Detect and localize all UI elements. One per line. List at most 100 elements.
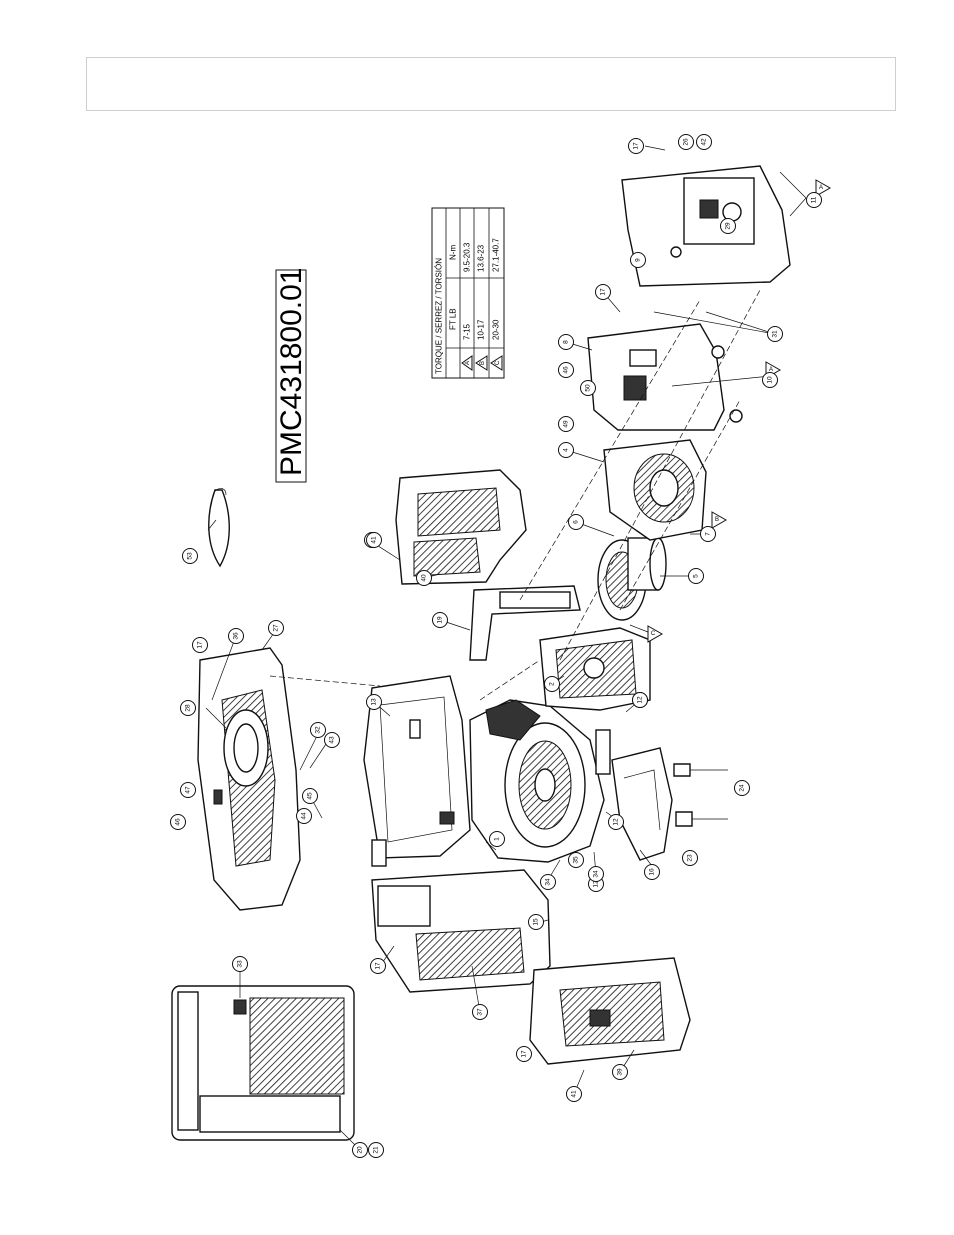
torque-row-key: C <box>495 360 501 365</box>
callout-46: 46 <box>170 814 186 830</box>
callout-20: 20 <box>352 1142 368 1158</box>
callout-number: 46 <box>563 366 570 374</box>
callout-circle <box>182 548 198 564</box>
torque-marker-key: C <box>651 631 656 637</box>
callout-number: 10 <box>767 376 774 384</box>
callout-circle <box>644 864 660 880</box>
callout-number: 12 <box>613 818 620 826</box>
callout-number: 47 <box>185 786 192 794</box>
callout-17: 17 <box>370 958 386 974</box>
callout-circle <box>558 362 574 378</box>
callout-number: 53 <box>187 552 194 560</box>
callout-26: 26 <box>678 134 694 150</box>
part-19-duct <box>469 585 581 661</box>
callout-number: 8 <box>563 340 570 344</box>
callout-43: 43 <box>324 732 340 748</box>
callout-circle <box>366 694 382 710</box>
callout-number: 32 <box>315 726 322 734</box>
callout-circle <box>630 252 646 268</box>
callout-number: 12 <box>593 880 600 888</box>
callout-number: 26 <box>683 138 690 146</box>
callout-circle <box>682 850 698 866</box>
callout-number: 17 <box>521 1050 528 1058</box>
callout-number: 5 <box>693 574 700 578</box>
callout-number: 44 <box>301 812 308 820</box>
torque-row-ftlb: 20-30 <box>492 319 501 340</box>
torque-marker-key: A <box>819 185 823 191</box>
callout-number: 21 <box>373 1146 380 1154</box>
callout-50: 50 <box>580 380 596 396</box>
callout-circle <box>568 514 584 530</box>
callout-circle <box>762 372 778 388</box>
callout-17: 17 <box>628 138 644 154</box>
callout-33: 33 <box>232 956 248 972</box>
part-2-housing <box>539 627 651 711</box>
torque-row-key: A <box>465 361 471 365</box>
callout-circle <box>806 192 822 208</box>
callout-number: 1 <box>494 837 501 841</box>
callout-number: 46 <box>175 818 182 826</box>
callout-6: 6 <box>568 514 584 530</box>
callout-28: 28 <box>180 700 196 716</box>
torque-marker-key: A <box>769 367 773 373</box>
callout-group: 1234567891011121212131516171717171719202… <box>170 134 822 1158</box>
callout-circle <box>678 134 694 150</box>
callout-42: 42 <box>696 134 712 150</box>
callout-21: 21 <box>368 1142 384 1158</box>
callout-4: 4 <box>558 442 574 458</box>
callout-number: 16 <box>649 868 656 876</box>
callout-circle <box>544 676 560 692</box>
part-23-foot <box>675 811 728 827</box>
part-53-tag <box>208 488 230 568</box>
callout-circle <box>302 788 318 804</box>
callout-circle <box>268 620 284 636</box>
callout-53: 53 <box>182 548 198 564</box>
part-5-rotor <box>597 537 667 621</box>
callout-circle <box>568 852 584 868</box>
callout-circle <box>588 866 604 882</box>
part-8-control-plate <box>587 323 743 431</box>
callout-8: 8 <box>558 334 574 350</box>
callout-17: 17 <box>192 637 208 653</box>
part-15-lower-shell <box>371 869 551 993</box>
callout-15: 15 <box>528 914 544 930</box>
callout-number: 17 <box>633 142 640 150</box>
callout-45: 45 <box>302 788 318 804</box>
torque-marker-key: B <box>715 517 719 523</box>
callout-circle <box>700 526 716 542</box>
torque-header-nm: N-m <box>449 245 458 260</box>
callout-46: 46 <box>558 362 574 378</box>
header-box <box>86 57 896 111</box>
callout-number: 2 <box>549 682 556 686</box>
callout-17: 17 <box>595 284 611 300</box>
callout-12: 12 <box>632 692 648 708</box>
callout-2: 2 <box>544 676 560 692</box>
callout-37: 37 <box>472 1004 488 1020</box>
callout-5: 5 <box>688 568 704 584</box>
callout-47: 47 <box>180 782 196 798</box>
callout-number: 34 <box>545 878 552 886</box>
callout-circle <box>472 1004 488 1020</box>
callout-9: 9 <box>630 252 646 268</box>
callout-10: 10 <box>762 372 778 388</box>
callout-circle <box>516 1046 532 1062</box>
callout-number: 17 <box>375 962 382 970</box>
callout-number: 12 <box>637 696 644 704</box>
part-13-frame <box>363 675 471 867</box>
callout-circle <box>192 637 208 653</box>
callout-29: 29 <box>720 218 736 234</box>
callout-number: 19 <box>437 616 444 624</box>
callout-11: 11 <box>806 192 822 208</box>
part-9-front-panel <box>621 165 791 287</box>
callout-49: 49 <box>558 416 574 432</box>
callout-circle <box>528 914 544 930</box>
callout-number: 50 <box>585 384 592 392</box>
assembled-view <box>171 985 355 1141</box>
callout-39: 39 <box>612 1064 628 1080</box>
callout-circle <box>432 612 448 628</box>
part-27-top-cover <box>197 647 301 911</box>
callout-circle <box>232 956 248 972</box>
part-39-side-cover <box>529 957 691 1065</box>
callout-41: 41 <box>566 1086 582 1102</box>
